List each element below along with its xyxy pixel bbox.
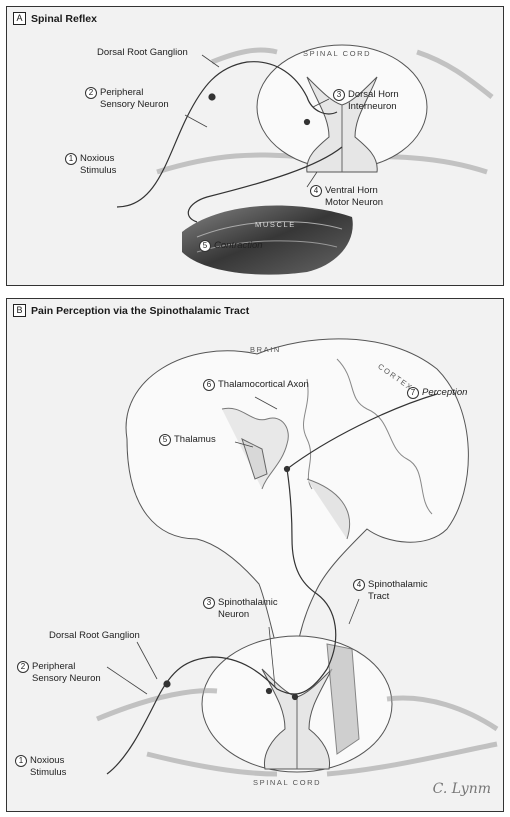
b-noxious-number: 1: [15, 755, 27, 767]
b-tract-line1: Spinothalamic: [368, 579, 428, 590]
a-ventral-number: 4: [310, 185, 322, 197]
panel-spinal-reflex: A Spinal Reflex: [6, 6, 504, 286]
a-contraction-number: 5: [199, 240, 211, 252]
b-spinothalamic-neuron-number: 3: [203, 597, 215, 609]
b-noxious-line2: Stimulus: [15, 767, 66, 778]
b-brain-label: BRAIN: [250, 344, 281, 355]
b-tract-number: 4: [353, 579, 365, 591]
a-peripheral-number: 2: [85, 87, 97, 99]
a-ventral-line2: Motor Neuron: [310, 197, 383, 208]
b-dorsal-root-ganglion-label: Dorsal Root Ganglion: [49, 630, 140, 641]
a-peripheral-line2: Sensory Neuron: [85, 99, 169, 110]
a-peripheral-line1: Peripheral: [100, 87, 143, 98]
a-contraction-text: Contraction: [214, 240, 263, 251]
b-spinal-cord-label: SPINAL CORD: [253, 777, 321, 788]
b-thalamus-number: 5: [159, 434, 171, 446]
b-spinothalamic-neuron-line1: Spinothalamic: [218, 597, 278, 608]
b-peripheral-number: 2: [17, 661, 29, 673]
a-noxious-line2: Stimulus: [65, 165, 116, 176]
a-noxious-number: 1: [65, 153, 77, 165]
spinal-cord-section: [202, 636, 392, 772]
b-perception-text: Perception: [422, 387, 467, 398]
b-peripheral-line1: Peripheral: [32, 661, 75, 672]
b-noxious-line1: Noxious: [30, 755, 64, 766]
a-dorsal-root-ganglion-label: Dorsal Root Ganglion: [97, 47, 188, 58]
artist-signature: C. Lynm: [433, 781, 491, 797]
b-peripheral-line2: Sensory Neuron: [17, 673, 101, 684]
b-spinothalamic-neuron-line2: Neuron: [203, 609, 249, 620]
a-muscle-label: MUSCLE: [255, 219, 296, 230]
a-dorsal-horn-number: 3: [333, 89, 345, 101]
b-thalamocortical-number: 6: [203, 379, 215, 391]
pain-perception-illustration: [7, 299, 503, 811]
b-thalamus-text: Thalamus: [174, 434, 216, 445]
b-thalamocortical-text: Thalamocortical Axon: [218, 379, 309, 390]
a-dorsal-horn-line2: Interneuron: [333, 101, 397, 112]
panel-pain-perception: B Pain Perception via the Spinothalamic …: [6, 298, 504, 812]
b-tract-line2: Tract: [353, 591, 389, 602]
a-noxious-line1: Noxious: [80, 153, 114, 164]
a-spinal-cord-label: SPINAL CORD: [303, 48, 371, 59]
a-dorsal-horn-line1: Dorsal Horn: [348, 89, 399, 100]
a-ventral-line1: Ventral Horn: [325, 185, 378, 196]
b-perception-number: 7: [407, 387, 419, 399]
